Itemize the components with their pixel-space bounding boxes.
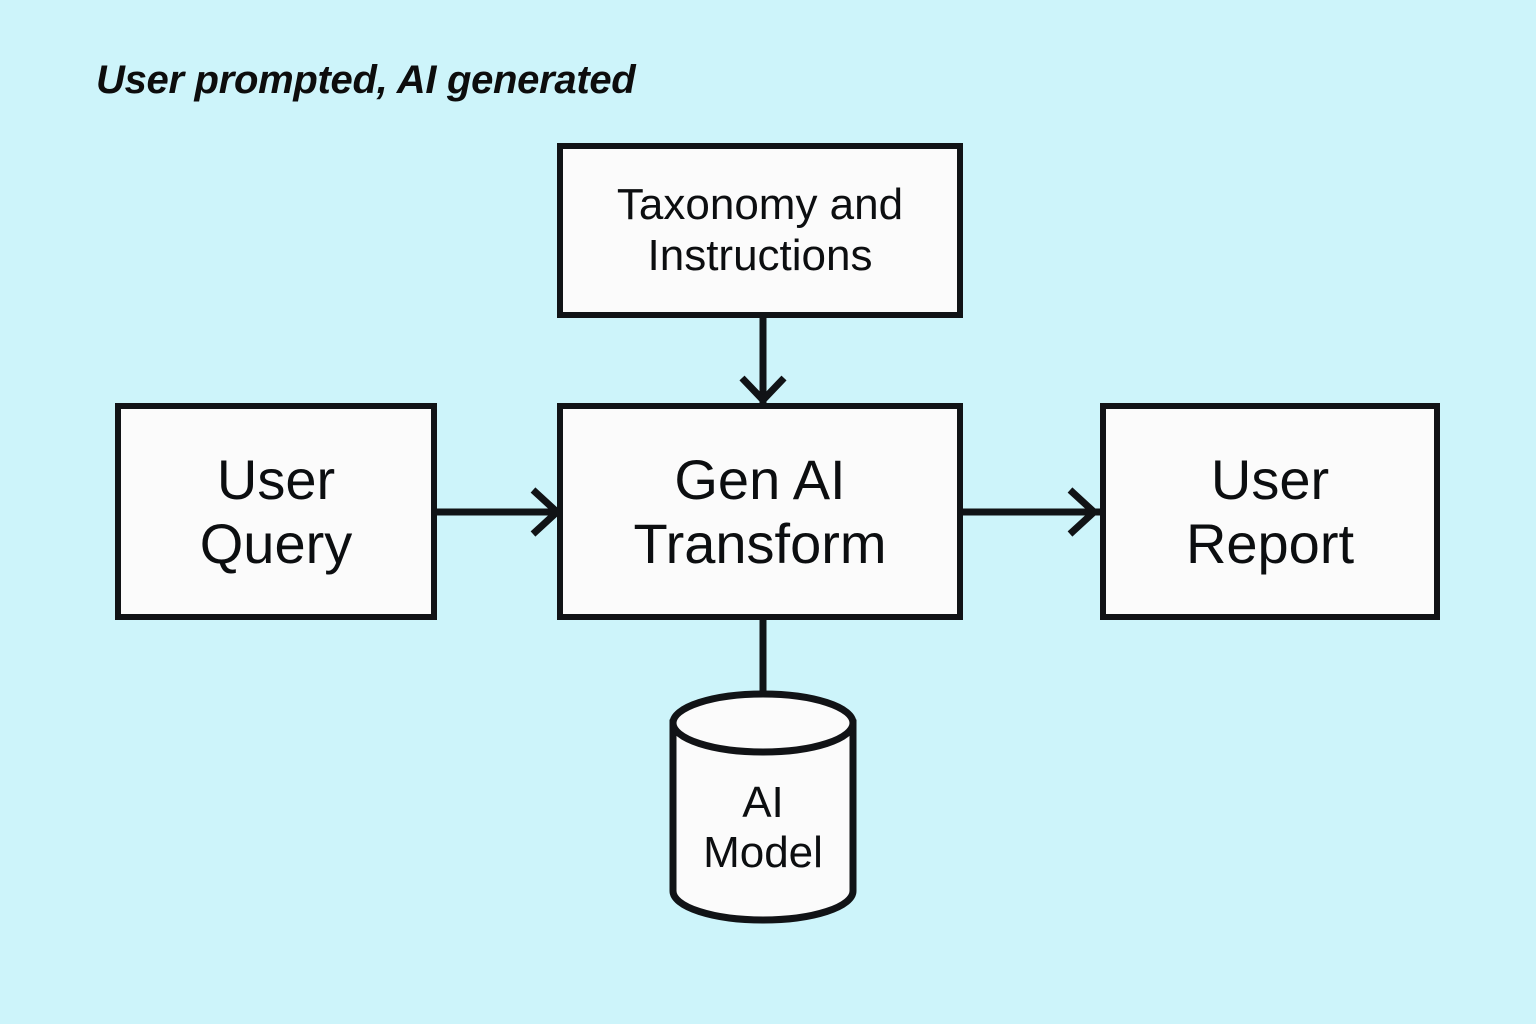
node-user-query-label: User Query [199,447,353,575]
node-taxonomy-label: Taxonomy and Instructions [616,180,904,280]
node-ai-model[interactable]: AI Model [668,690,858,924]
cylinder-icon [669,690,857,924]
node-user-report-label: User Report [1185,447,1355,575]
page-title: User prompted, AI generated [96,58,636,102]
node-taxonomy-and-instructions[interactable]: Taxonomy and Instructions [557,143,963,318]
node-ai-model-label: AI Model [703,778,823,878]
node-user-query[interactable]: User Query [115,403,437,620]
node-gen-ai-transform[interactable]: Gen AI Transform [557,403,963,620]
node-user-report[interactable]: User Report [1100,403,1440,620]
node-gen-ai-transform-label: Gen AI Transform [633,447,887,575]
edge-gen-ai-to-user-report [963,487,1100,537]
edge-taxonomy-to-gen-ai [739,318,787,406]
edge-user-query-to-gen-ai [437,487,563,537]
